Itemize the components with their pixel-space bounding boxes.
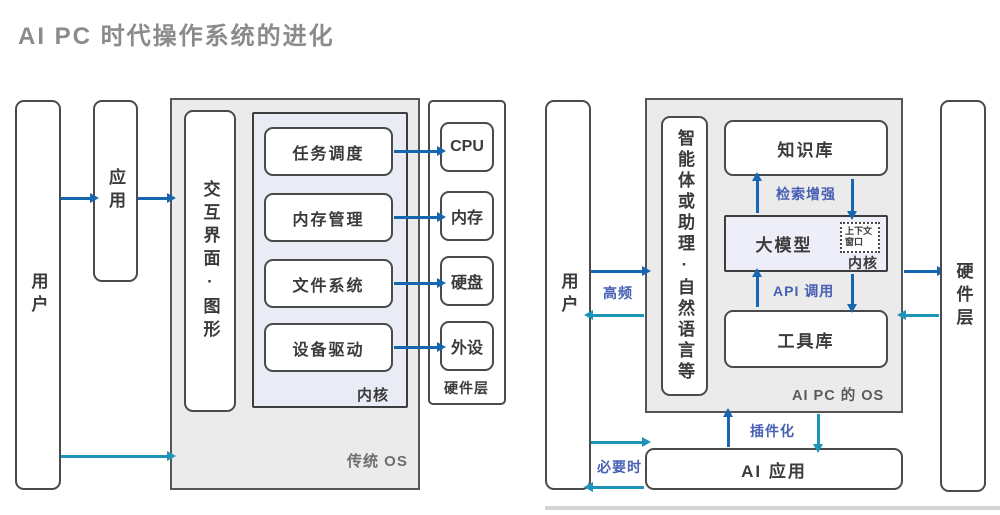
left-user-label: 用户 <box>28 272 48 318</box>
when-needed-label: 必要时 <box>597 459 642 475</box>
ui-layer-label: 交互界面·图形 <box>200 179 220 343</box>
arrow-model-to-tools <box>851 274 854 305</box>
arrow-aiapp-to-aios <box>727 416 730 447</box>
arrow-knowledge-to-model <box>851 179 854 212</box>
arrow-aiapp-to-user <box>592 486 644 489</box>
arrow-aios-to-user <box>592 314 644 317</box>
ui-layer-box: 交互界面·图形 <box>184 110 236 412</box>
agent-layer-label: 智能体或助理·自然语言等 <box>675 129 694 383</box>
plugin-label: 插件化 <box>750 423 795 439</box>
retrieval-label: 检索增强 <box>776 186 836 202</box>
left-app-box: 应用 <box>93 100 138 282</box>
arrow-user-to-os <box>61 455 168 458</box>
arrow-model-to-knowledge <box>756 180 759 213</box>
right-user-box: 用户 <box>545 100 591 490</box>
knowledge-base-label: 知识库 <box>777 140 835 160</box>
tool-library-label: 工具库 <box>777 331 835 351</box>
high-freq-label: 高频 <box>603 285 633 301</box>
right-hardware-layer-label: 硬件层 <box>953 261 973 331</box>
arrow-user-to-app <box>61 197 91 200</box>
knowledge-base-box: 知识库 <box>724 120 888 176</box>
large-model-label: 大模型 <box>755 236 813 255</box>
left-user-box: 用户 <box>15 100 61 490</box>
arrow-driver-to-peripheral <box>394 346 438 349</box>
arrow-tools-to-model <box>756 276 759 307</box>
hardware-item-label: CPU <box>450 138 484 155</box>
context-window-label: 上下文窗口 <box>845 226 873 248</box>
arrow-filesystem-to-disk <box>394 282 438 285</box>
agent-layer-box: 智能体或助理·自然语言等 <box>661 116 708 396</box>
kernel-module-label: 设备驱动 <box>292 341 365 359</box>
context-window-box: 上下文窗口 <box>840 222 880 253</box>
page-title: AI PC 时代操作系统的进化 <box>18 23 335 50</box>
kernel-module-label: 文件系统 <box>292 277 365 295</box>
kernel-module-box: 文件系统 <box>264 259 393 308</box>
right-kernel-tag: 内核 <box>848 255 878 271</box>
hardware-item-box: 硬盘 <box>440 256 494 306</box>
arrow-aios-to-hardware <box>904 270 938 273</box>
kernel-module-label: 内存管理 <box>292 211 365 229</box>
left-hardware-layer-label: 硬件层 <box>444 380 489 396</box>
arrow-scheduler-to-cpu <box>394 150 438 153</box>
ai-pc-os-label: AI PC 的 OS <box>792 388 885 404</box>
hardware-item-label: 硬盘 <box>450 275 483 292</box>
ai-app-label: AI 应用 <box>741 461 807 481</box>
arrow-user-to-aios <box>591 270 643 273</box>
hardware-item-box: 外设 <box>440 321 494 371</box>
arrow-hardware-to-aios <box>905 314 939 317</box>
kernel-module-box: 任务调度 <box>264 127 393 176</box>
hardware-item-label: 内存 <box>450 210 483 227</box>
api-call-label: API 调用 <box>773 283 835 299</box>
tool-library-box: 工具库 <box>724 310 888 368</box>
bottom-divider <box>545 506 1000 510</box>
traditional-os-label: 传统 OS <box>347 453 408 470</box>
hardware-item-box: CPU <box>440 122 494 172</box>
arrow-app-to-os <box>138 197 168 200</box>
left-kernel-tag: 内核 <box>357 387 390 404</box>
kernel-module-box: 内存管理 <box>264 193 393 242</box>
hardware-item-label: 外设 <box>450 340 483 357</box>
right-user-label: 用户 <box>558 272 578 318</box>
arrow-memorymgmt-to-ram <box>394 216 438 219</box>
large-model-box: 大模型 上下文窗口 <box>724 215 888 272</box>
kernel-module-label: 任务调度 <box>292 145 365 163</box>
ai-app-box: AI 应用 <box>645 448 903 490</box>
hardware-item-box: 内存 <box>440 191 494 241</box>
arrow-user-to-aiapp <box>591 441 643 444</box>
kernel-module-box: 设备驱动 <box>264 323 393 372</box>
arrow-aios-to-aiapp <box>817 414 820 445</box>
left-app-label: 应用 <box>106 168 125 214</box>
right-hardware-layer-box: 硬件层 <box>940 100 986 492</box>
